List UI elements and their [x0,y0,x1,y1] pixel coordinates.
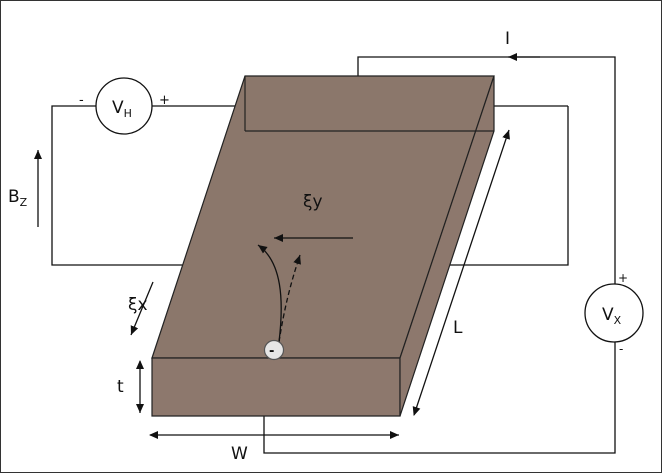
thickness-label: t [117,377,124,397]
current-label: I [505,29,510,49]
semiconductor-slab [151,75,495,417]
field-x-arrow [130,281,154,336]
length-label: L [453,318,463,338]
svg-text:-: - [269,344,274,359]
field-y-label: ξy [303,192,323,212]
hall-voltmeter: VH - + [79,77,170,135]
electron-straight-path [278,254,301,343]
hall-voltmeter-label: VH [112,98,132,120]
slab-top-face [151,75,495,359]
vx-minus-sign: - [619,342,623,356]
slab-front-face [151,357,401,417]
electron-deflected-path [257,244,282,343]
width-label: W [231,444,248,464]
magnetic-field-indicator: BZ [8,150,42,227]
vx-plus-sign: + [618,271,628,285]
field-x-label: ξx [128,295,148,315]
hall-minus-sign: - [79,93,84,108]
length-dimension-arrow [412,129,510,416]
vx-voltmeter: VX + - [584,271,644,356]
bz-label: BZ [8,187,28,209]
vx-voltmeter-label: VX [602,305,622,327]
electron: - [263,339,285,361]
hall-plus-sign: + [159,93,170,108]
